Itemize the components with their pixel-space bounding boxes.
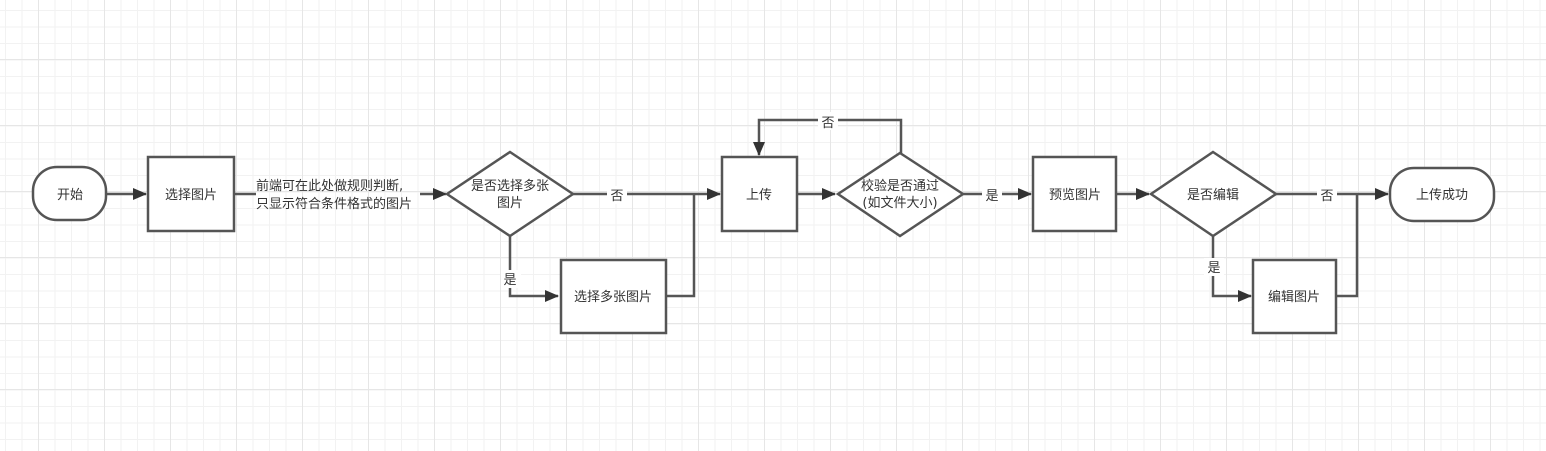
edge-edit-no: 否 [1275, 186, 1389, 204]
node-select-multi[interactable]: 选择多张图片 [559, 258, 668, 335]
process-shape [146, 155, 236, 233]
node-edit-image[interactable]: 编辑图片 [1251, 258, 1338, 335]
node-start[interactable]: 开始 [31, 165, 108, 222]
node-preview[interactable]: 预览图片 [1031, 155, 1118, 233]
process-shape [559, 258, 668, 335]
node-validate[interactable]: 校验是否通过 (如文件大小) [835, 151, 966, 238]
node-label: 上传成功 [1416, 188, 1468, 203]
edge-label-no: 否 [1320, 189, 1333, 204]
edge-label-yes: 是 [1207, 261, 1220, 276]
node-label: 上传 [746, 188, 772, 203]
node-label-line-1: 是否选择多张 [471, 178, 549, 194]
node-label-line-2: 图片 [497, 196, 523, 211]
edge-label-rule-line-1: 前端可在此处做规则判断, [256, 178, 403, 194]
node-label: 开始 [57, 188, 83, 203]
node-success[interactable]: 上传成功 [1388, 166, 1496, 223]
edge-validate-no: 否 [753, 112, 903, 156]
process-shape [1251, 258, 1338, 335]
process-shape [1031, 155, 1118, 233]
edge-selectmulti-to-upload [666, 194, 696, 298]
decision-shape [1148, 150, 1279, 238]
edge-label-bg [1204, 258, 1224, 276]
node-label: 选择图片 [165, 188, 217, 203]
edge-label-yes: 是 [503, 273, 516, 288]
connector-line [1336, 194, 1359, 298]
node-label-line-1: 校验是否通过 [861, 178, 939, 194]
connector-line [508, 236, 559, 302]
edge-label-yes: 是 [985, 189, 998, 204]
edge-label-bg [982, 186, 1002, 204]
edge-label-bg [818, 112, 838, 130]
edge-label-no: 否 [821, 116, 834, 131]
edge-label-bg [501, 270, 521, 288]
node-label: 是否编辑 [1187, 188, 1239, 203]
edge-editimage-to-success [1336, 194, 1359, 298]
edge-select-to-multi: 前端可在此处做规则判断, 只显示符合条件格式的图片 [234, 178, 447, 212]
node-label: 编辑图片 [1268, 290, 1320, 305]
node-label: 选择多张图片 [574, 289, 652, 305]
edge-label-bg [1317, 186, 1337, 204]
edge-label-rule-line-2: 只显示符合条件格式的图片 [256, 196, 412, 212]
edge-edit-yes: 是 [1204, 236, 1252, 302]
node-upload[interactable]: 上传 [720, 155, 799, 233]
terminator-shape [31, 165, 108, 222]
decision-shape [444, 150, 576, 238]
process-shape [720, 155, 799, 233]
edge-label-no: 否 [610, 189, 623, 204]
node-is-edit[interactable]: 是否编辑 [1148, 150, 1279, 238]
terminator-shape [1388, 166, 1496, 223]
edge-validate-yes: 是 [963, 186, 1032, 204]
node-label-line-2: (如文件大小) [862, 195, 937, 211]
node-is-multi[interactable]: 是否选择多张 图片 [444, 150, 576, 238]
decision-shape [835, 151, 966, 238]
edge-label-bg [607, 186, 627, 204]
edge-multi-yes: 是 [501, 236, 559, 302]
edge-multi-no: 否 [573, 186, 721, 204]
connector-line [1211, 236, 1252, 302]
connector-line [666, 194, 696, 298]
node-select-image[interactable]: 选择图片 [146, 155, 236, 233]
node-label: 预览图片 [1049, 187, 1101, 203]
